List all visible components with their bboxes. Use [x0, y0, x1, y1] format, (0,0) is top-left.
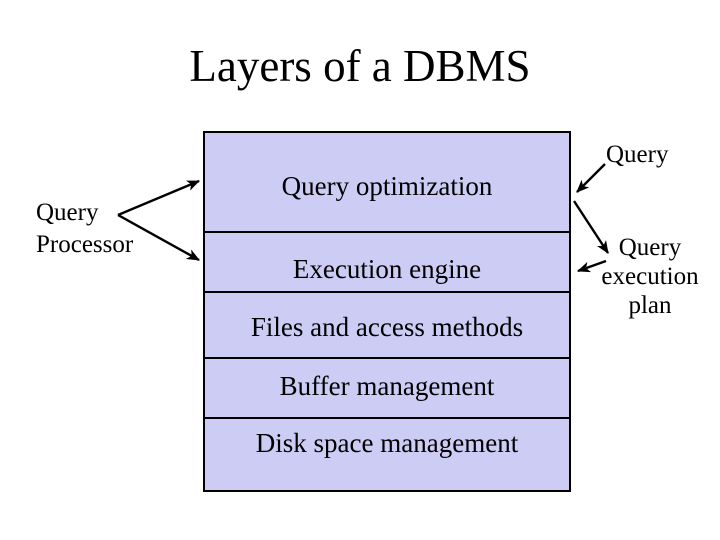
label-query: Query [606, 141, 669, 168]
slide-title: Layers of a DBMS [189, 41, 531, 91]
layer-execution-engine: Execution engine [205, 233, 569, 293]
label-query-execution-plan: Query execution plan [586, 233, 714, 320]
layer-buffer-management: Buffer management [205, 359, 569, 419]
label-query-processor-line1: Query [36, 199, 99, 226]
label-query-processor: Query Processor [36, 197, 133, 261]
dbms-layer-stack: Query optimization Execution engine File… [203, 131, 571, 492]
label-query-execution-plan-line3: plan [628, 292, 672, 319]
layer-query-optimization: Query optimization [205, 133, 569, 233]
layer-files-access-methods: Files and access methods [205, 293, 569, 359]
label-query-execution-plan-line2: execution [601, 263, 699, 290]
arrow-query-to-optimization [576, 163, 606, 193]
label-query-processor-line2: Processor [36, 231, 134, 258]
layer-disk-space-management: Disk space management [255, 428, 519, 458]
label-query-execution-plan-line1: Query [618, 234, 682, 261]
